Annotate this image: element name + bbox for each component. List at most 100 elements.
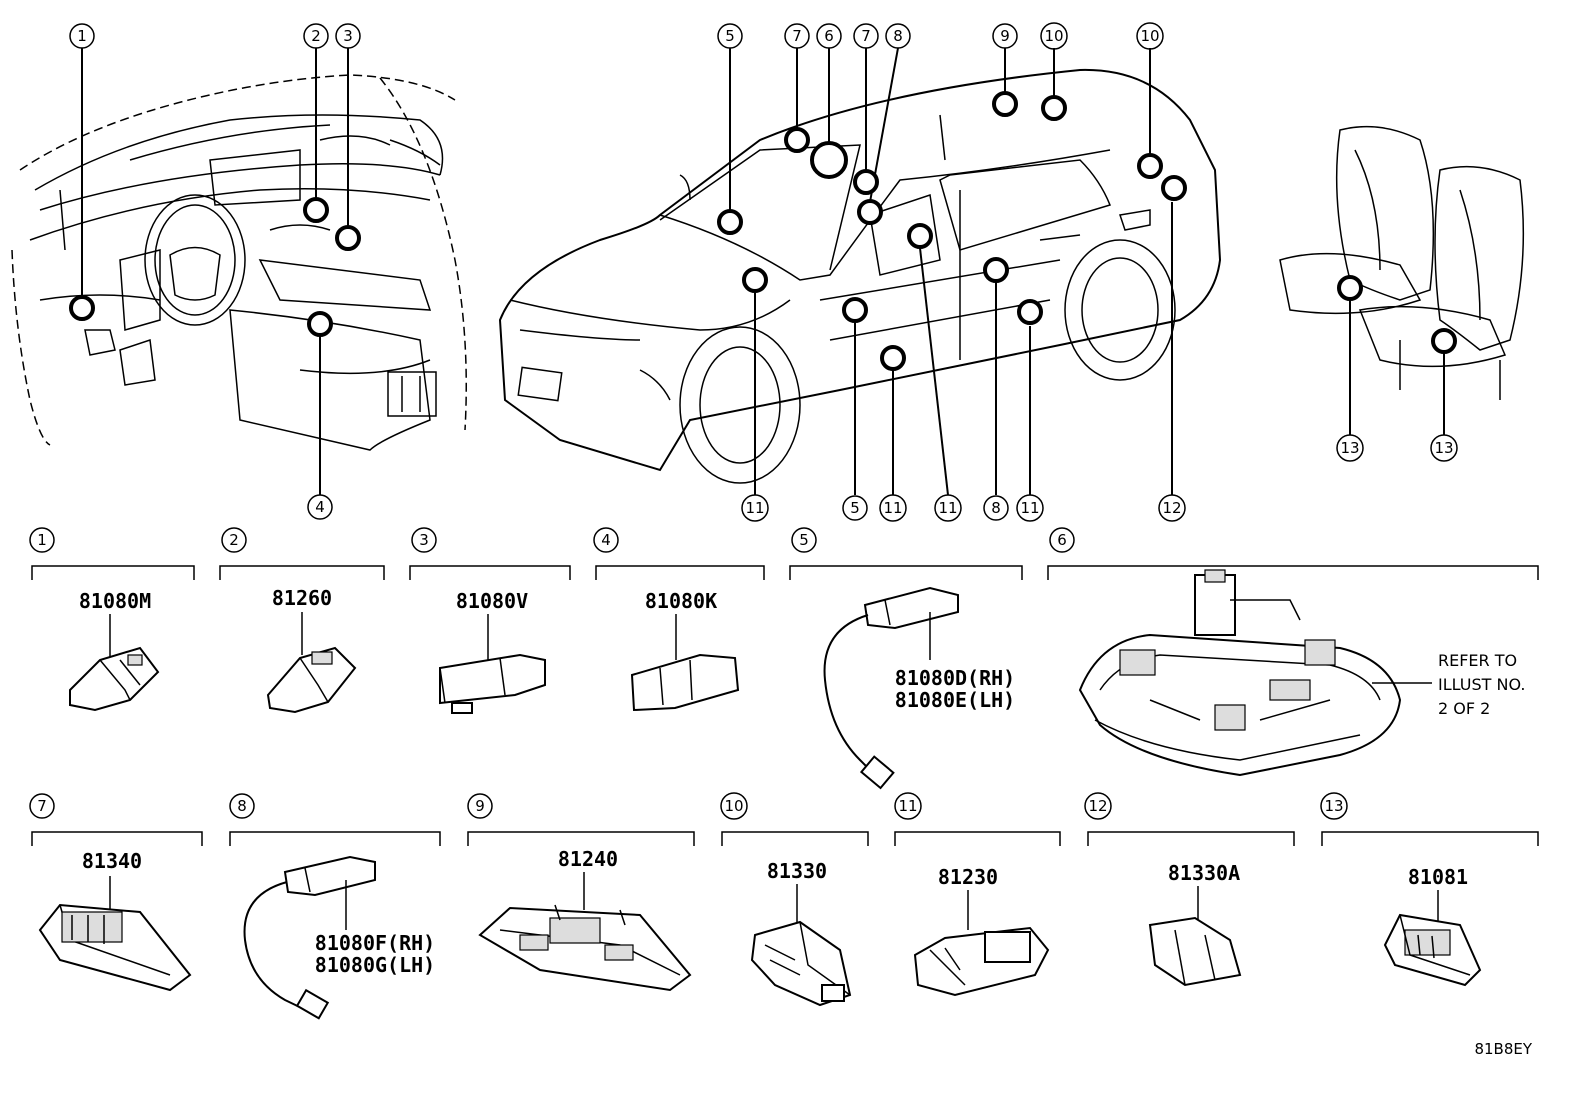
seats-illustration <box>1279 125 1525 400</box>
part-group-7: 7 81340 <box>29 793 203 992</box>
svg-text:81260: 81260 <box>272 586 332 610</box>
svg-text:5: 5 <box>725 27 735 45</box>
svg-text:2: 2 <box>229 531 239 549</box>
svg-text:81230: 81230 <box>938 865 998 889</box>
part-group-2: 2 81260 <box>219 527 385 714</box>
callout-6-top: 6 <box>816 23 842 49</box>
svg-text:13: 13 <box>1434 439 1453 457</box>
svg-text:81080M: 81080M <box>79 589 151 613</box>
courtesy-lamp-81230-icon <box>913 926 1050 997</box>
part-group-5: 5 81080D(RH) 81080E(LH) <box>789 527 1023 790</box>
svg-text:1: 1 <box>37 531 47 549</box>
callout-13-bottom-a: 13 <box>1336 434 1364 462</box>
part-group-10: 10 81330 <box>720 792 869 1007</box>
callout-5-top: 5 <box>717 23 743 49</box>
part-group-9: 9 81240 <box>467 793 695 992</box>
callout-11-bottom-d: 11 <box>1016 494 1044 522</box>
svg-text:11: 11 <box>1020 499 1039 517</box>
svg-text:2: 2 <box>311 27 321 45</box>
seat-switch-81081-icon <box>1383 913 1482 987</box>
svg-text:13: 13 <box>1340 439 1359 457</box>
callout-10-top-b: 10 <box>1136 22 1164 50</box>
svg-text:11: 11 <box>898 797 917 815</box>
svg-text:81081: 81081 <box>1408 865 1468 889</box>
svg-text:12: 12 <box>1088 797 1107 815</box>
callout-11-bottom-c: 11 <box>934 494 962 522</box>
overhead-console-icon <box>1078 569 1402 777</box>
connector-81260-icon <box>266 646 357 714</box>
console-base-81240-icon <box>478 904 692 992</box>
svg-text:8: 8 <box>893 27 903 45</box>
svg-text:13: 13 <box>1324 797 1343 815</box>
svg-text:5: 5 <box>799 531 809 549</box>
svg-text:8: 8 <box>991 499 1001 517</box>
svg-text:3: 3 <box>419 531 429 549</box>
svg-text:81080V: 81080V <box>456 589 528 613</box>
callout-10-top-a: 10 <box>1040 22 1068 50</box>
svg-text:81080F(RH): 81080F(RH) <box>315 931 435 955</box>
svg-text:ILLUST NO.: ILLUST NO. <box>1438 675 1525 694</box>
part-group-13: 13 81081 <box>1320 792 1539 987</box>
svg-text:81080D(RH): 81080D(RH) <box>895 666 1015 690</box>
part-group-12: 12 81330A <box>1084 792 1295 987</box>
svg-text:9: 9 <box>475 797 485 815</box>
svg-text:8: 8 <box>237 797 247 815</box>
connector-81080k-icon <box>630 653 740 712</box>
svg-text:10: 10 <box>1044 27 1063 45</box>
svg-text:2 OF 2: 2 OF 2 <box>1438 699 1490 718</box>
callout-4-bottom: 4 <box>307 494 333 520</box>
part-group-8: 8 81080F(RH) 81080G(LH) <box>229 793 441 1020</box>
svg-text:81330A: 81330A <box>1168 861 1240 885</box>
callout-13-bottom-b: 13 <box>1430 434 1458 462</box>
top-callouts: 1 2 3 4 5 7 6 7 8 9 10 10 11 5 11 11 8 1… <box>69 22 1458 522</box>
dashboard-illustration <box>11 74 467 451</box>
map-lamp-81340-icon <box>38 903 192 992</box>
location-markers <box>69 91 1457 371</box>
callout-7-top-b: 7 <box>853 23 879 49</box>
vehicle-illustration <box>498 68 1222 484</box>
svg-text:3: 3 <box>343 27 353 45</box>
svg-text:7: 7 <box>792 27 802 45</box>
svg-text:4: 4 <box>315 498 325 516</box>
svg-text:1: 1 <box>77 27 87 45</box>
svg-text:12: 12 <box>1162 499 1181 517</box>
connector-81080m-icon <box>69 646 160 712</box>
svg-text:10: 10 <box>1140 27 1159 45</box>
callout-12-bottom: 12 <box>1158 494 1186 522</box>
callout-11-bottom-a: 11 <box>741 494 769 522</box>
svg-text:REFER TO: REFER TO <box>1438 651 1517 670</box>
svg-text:10: 10 <box>724 797 743 815</box>
svg-text:5: 5 <box>850 499 860 517</box>
leader-lines <box>81 47 1445 496</box>
svg-text:7: 7 <box>861 27 871 45</box>
sensor-wire-81080f-icon <box>243 855 376 1020</box>
svg-text:81080K: 81080K <box>645 589 717 613</box>
callout-7-top-a: 7 <box>784 23 810 49</box>
callout-11-bottom-b: 11 <box>879 494 907 522</box>
svg-text:81080E(LH): 81080E(LH) <box>895 688 1015 712</box>
switch-81330a-icon <box>1148 916 1242 987</box>
callout-3-top: 3 <box>335 23 361 49</box>
callout-9-top: 9 <box>992 23 1018 49</box>
svg-text:6: 6 <box>824 27 834 45</box>
connector-81080v-icon <box>439 653 546 714</box>
callout-8-bottom: 8 <box>983 495 1009 521</box>
svg-text:9: 9 <box>1000 27 1010 45</box>
sensor-wire-81080d-icon <box>823 586 959 790</box>
svg-text:7: 7 <box>37 797 47 815</box>
part-group-1: 1 81080M <box>29 527 195 712</box>
svg-text:81340: 81340 <box>82 849 142 873</box>
callout-5-bottom: 5 <box>842 495 868 521</box>
svg-text:11: 11 <box>883 499 902 517</box>
part-group-6: 6 REFER TO ILLUST NO. 2 OF 2 <box>1047 527 1539 777</box>
switch-81330-icon <box>750 920 852 1007</box>
part-group-11: 11 81230 <box>894 792 1061 997</box>
svg-text:81240: 81240 <box>558 847 618 871</box>
part-group-3: 3 81080V <box>409 527 571 714</box>
svg-text:11: 11 <box>938 499 957 517</box>
callout-2-top: 2 <box>303 23 329 49</box>
part-group-4: 4 81080K <box>593 527 765 712</box>
svg-text:11: 11 <box>745 499 764 517</box>
